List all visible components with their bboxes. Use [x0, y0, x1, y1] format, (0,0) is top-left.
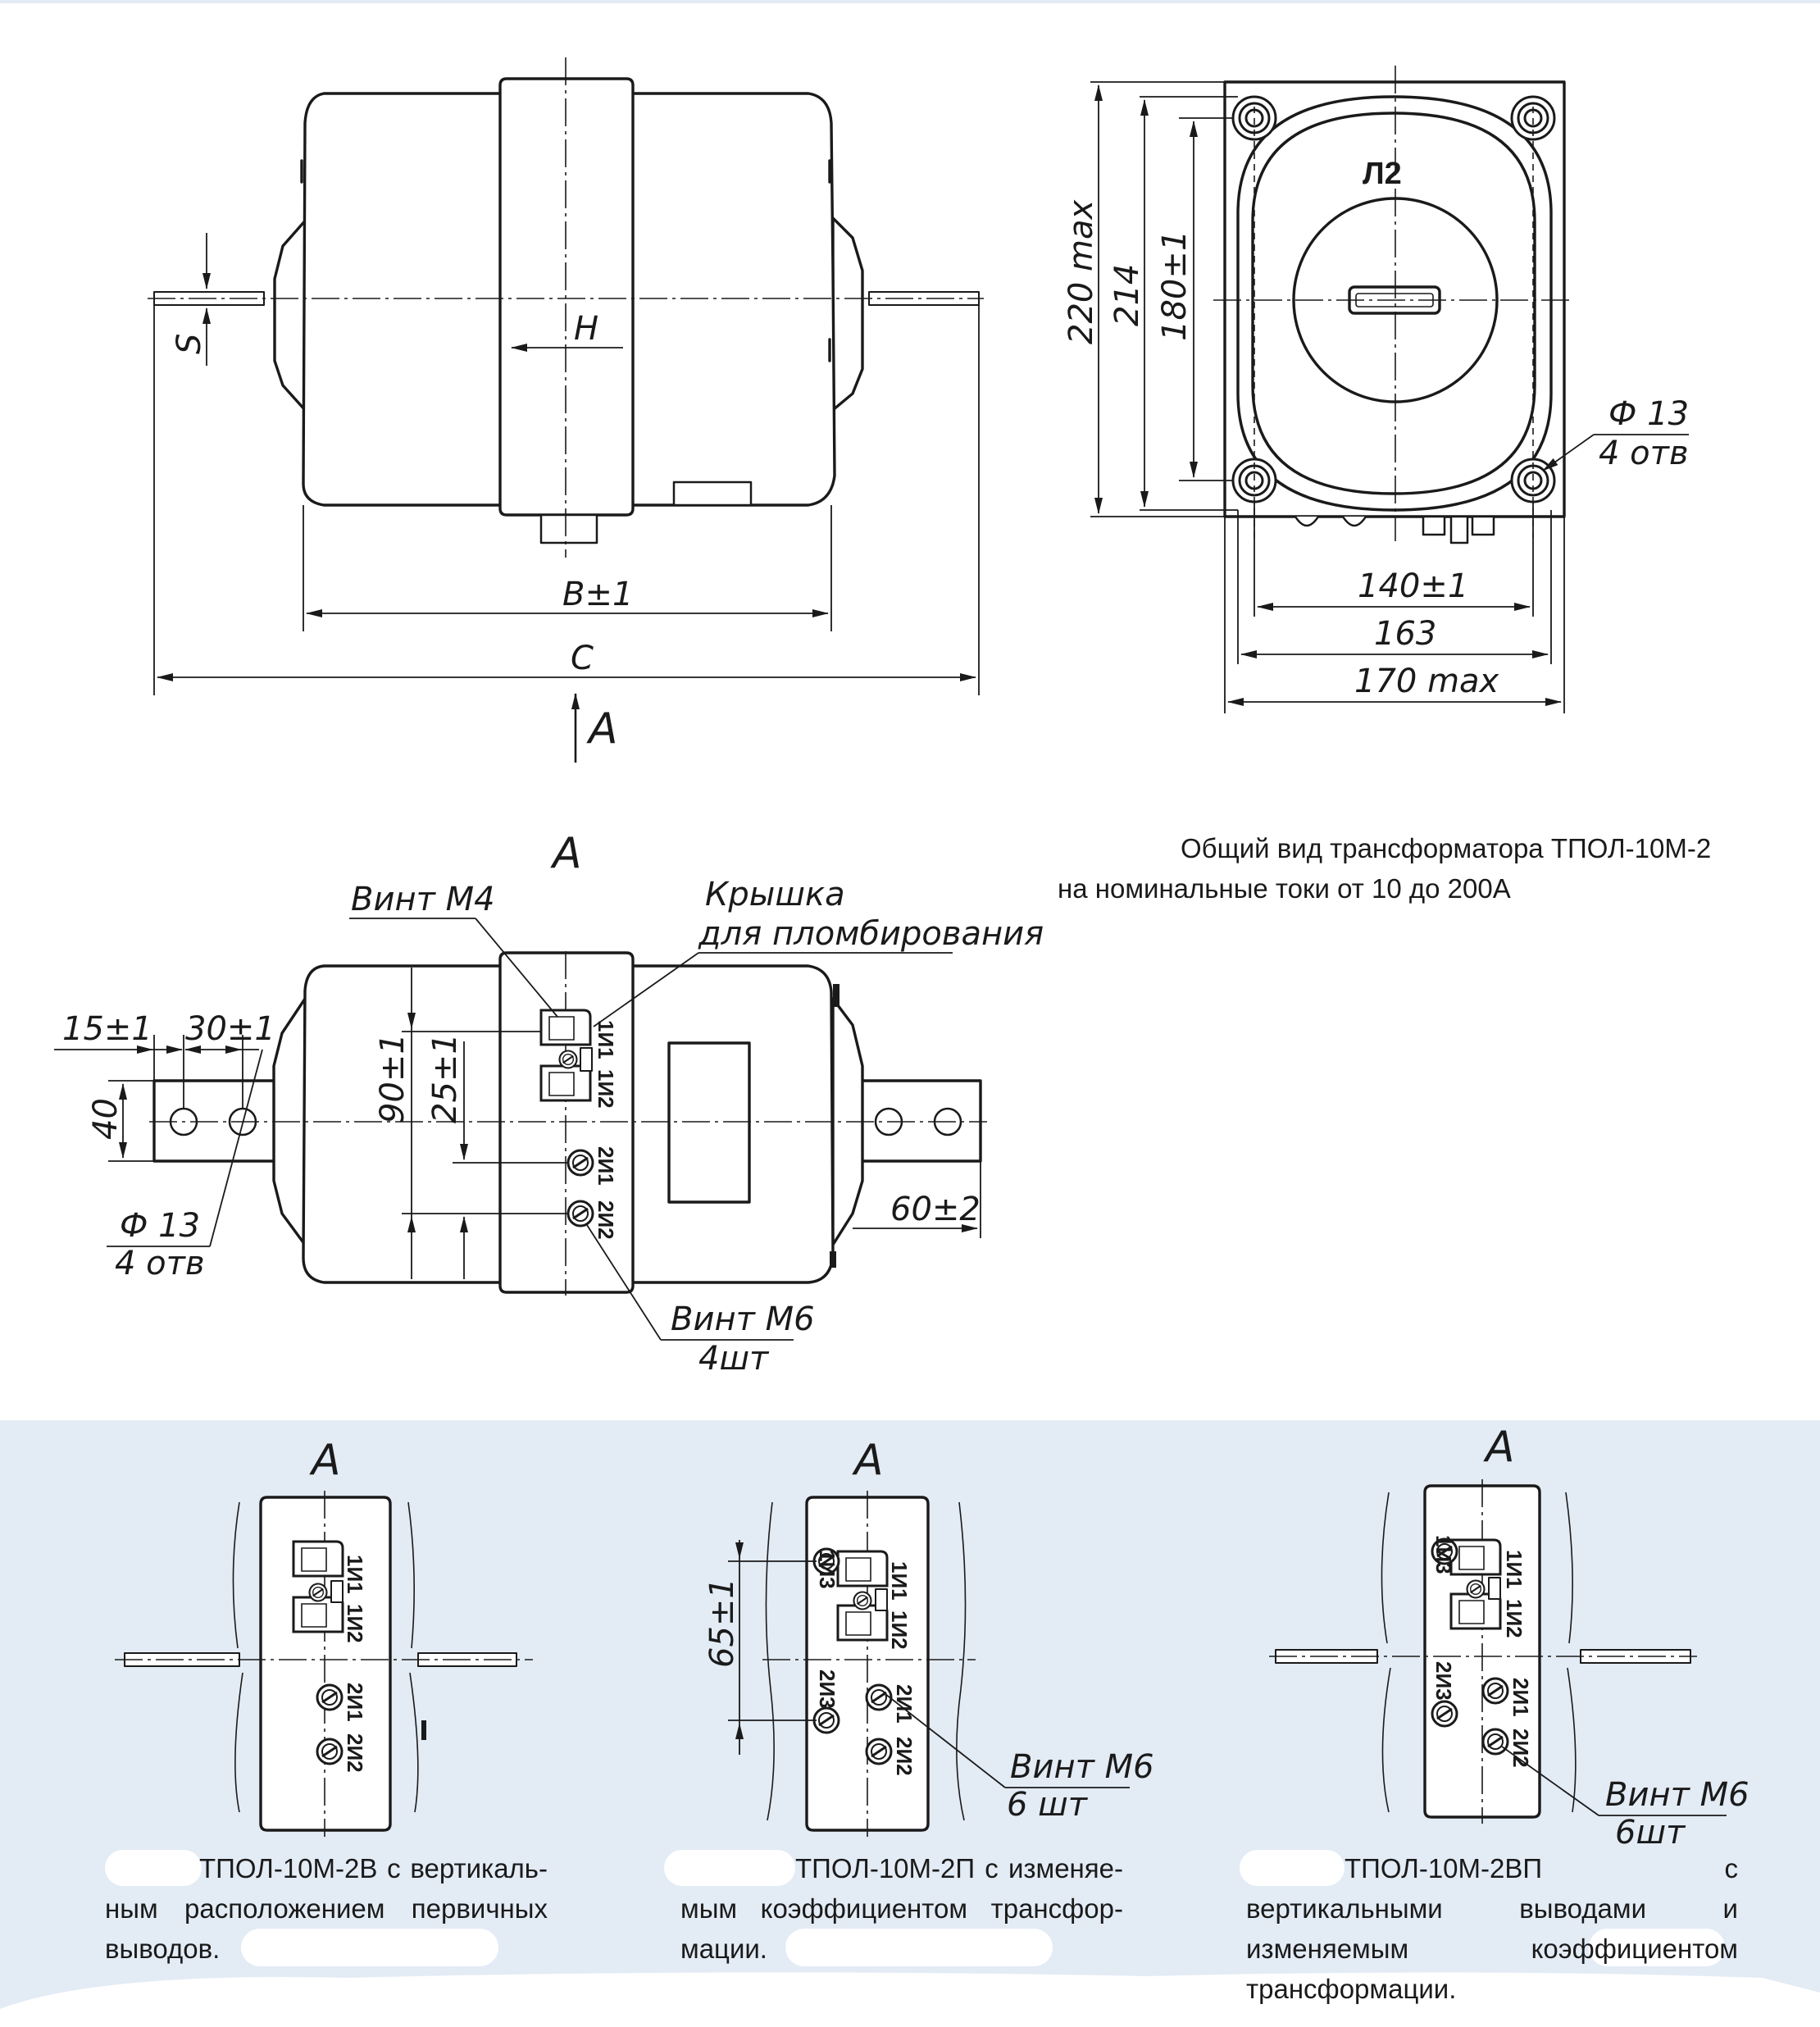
variant-3-caption: ТПОЛ-10М-2ВП с вертикальны­ми выводами и… [1246, 1853, 1738, 2004]
dim-90: 90±1 [374, 1033, 412, 1123]
view-a-terminal-labels: 1И1 1И2 2И1 2И2 [594, 1020, 618, 1240]
svg-text:2И1: 2И1 [1508, 1678, 1533, 1717]
svg-text:2И3: 2И3 [815, 1669, 839, 1709]
svg-text:1И3: 1И3 [815, 1550, 839, 1589]
svg-text:2И3: 2И3 [1431, 1661, 1456, 1701]
dim-h: H [574, 310, 598, 348]
dim-30: 30±1 [185, 1010, 275, 1048]
variant-3: A 1И1 1И2 1И3 2И1 2И2 2И3 Винт М6 6шт [1269, 1423, 1749, 1852]
dim-220: 220 max [1062, 199, 1100, 344]
side-view: Л2 220 max 214 180±1 140 [1062, 66, 1689, 713]
variant-2-screw-count: 6 шт [1007, 1786, 1089, 1824]
dim-25: 25±1 [426, 1033, 464, 1123]
variant-2-caption: ТПОЛ-10М-2П с изменяе­мым коэффициентом … [680, 1853, 1123, 1964]
svg-text:1И2: 1И2 [887, 1610, 912, 1650]
dim-b: B±1 [562, 576, 633, 613]
view-a-hole-count: 4 отв [115, 1245, 205, 1282]
svg-text:1И3: 1И3 [1431, 1535, 1456, 1574]
hole-dia: Ф 13 [1608, 395, 1689, 433]
variant-3-screw: Винт М6 [1605, 1776, 1749, 1814]
cover-label-1: Крышка [705, 876, 845, 913]
main-caption-line2: на номинальные токи от 10 до 200А [1058, 873, 1511, 904]
hole-count: 4 отв [1599, 435, 1689, 472]
dim-40: 40 [87, 1098, 125, 1140]
variant-2-screw: Винт М6 [1010, 1748, 1154, 1786]
main-caption: Общий вид трансформатора ТПОЛ-10М-2 на н… [1058, 828, 1730, 909]
side-terminals [1294, 515, 1495, 544]
screw-m4-label: Винт М4 [351, 881, 495, 918]
svg-text:1И2: 1И2 [343, 1604, 367, 1643]
dim-214: 214 [1108, 264, 1146, 326]
variant-3-title: A [1483, 1423, 1515, 1472]
svg-text:2И2: 2И2 [1508, 1729, 1533, 1768]
svg-text:1И1: 1И1 [887, 1561, 912, 1601]
svg-text:2И2: 2И2 [594, 1200, 618, 1240]
screw-m6-label: Винт М6 [671, 1300, 815, 1338]
central-band [498, 77, 635, 517]
dim-c: C [571, 640, 594, 677]
variant-1-title: A [309, 1436, 341, 1485]
variant-1: A 1И1 1И2 2И1 2И2 [115, 1436, 533, 1837]
view-a-hole-dia: Ф 13 [120, 1207, 200, 1245]
top-view: S H B±1 C A [148, 57, 984, 763]
dim-170: 170 max [1354, 663, 1499, 700]
view-a-title: A [550, 829, 582, 878]
dim-60: 60±2 [890, 1191, 981, 1228]
svg-text:2И1: 2И1 [594, 1146, 618, 1186]
main-caption-line1: Общий вид трансформатора ТПОЛ-10М-2 [1181, 833, 1712, 863]
dim-163: 163 [1374, 615, 1436, 653]
dim-s: S [171, 334, 208, 354]
dim-140: 140±1 [1358, 567, 1468, 605]
svg-text:1И1: 1И1 [1502, 1550, 1527, 1589]
svg-text:2И2: 2И2 [892, 1737, 917, 1776]
svg-text:2И1: 2И1 [892, 1684, 917, 1724]
svg-text:1И2: 1И2 [594, 1069, 618, 1109]
dim-15: 15±1 [62, 1010, 152, 1048]
svg-text:1И2: 1И2 [1502, 1599, 1527, 1638]
right-flange [831, 216, 864, 412]
screw-m6-count: 4шт [698, 1340, 770, 1378]
top-frame-line [0, 0, 1820, 3]
view-arrow-label: A [586, 704, 618, 754]
cover-label-2: для пломбирования [698, 915, 1044, 953]
variant-2: A 1И1 1И2 1И3 2И1 2И2 2И3 65±1 Винт М6 6… [703, 1436, 1154, 1837]
dim-65: 65±1 [703, 1578, 741, 1668]
svg-text:1И1: 1И1 [594, 1020, 618, 1059]
variant-1-caption: ТПОЛ-10М-2В с вертикаль­ным расположение… [105, 1853, 548, 1964]
bottom-tab [539, 513, 598, 544]
svg-text:2И2: 2И2 [343, 1733, 367, 1773]
view-a: A 1И1 1И2 2И1 2И2 [54, 829, 1044, 1378]
bottom-plate [672, 481, 753, 507]
variant-3-screw-count: 6шт [1615, 1814, 1686, 1852]
variant-2-title: A [852, 1436, 884, 1485]
redaction-patches [0, 1850, 1820, 2027]
svg-text:1И1: 1И1 [343, 1555, 367, 1594]
view-a-window [667, 1041, 751, 1204]
dim-180: 180±1 [1156, 230, 1194, 341]
svg-text:2И1: 2И1 [343, 1683, 367, 1722]
